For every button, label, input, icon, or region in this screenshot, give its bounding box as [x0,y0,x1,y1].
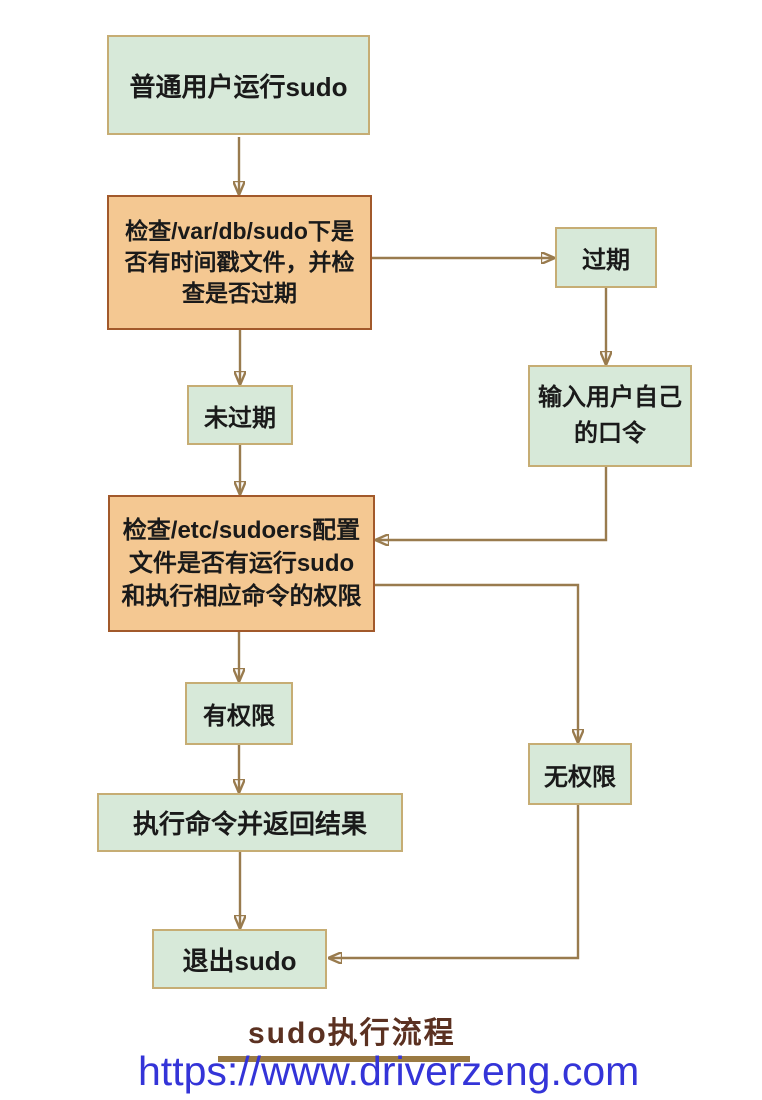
node-check-sudoers: 检查/etc/sudoers配置文件是否有运行sudo和执行相应命令的权限 [108,495,375,632]
node-execute: 执行命令并返回结果 [97,793,403,852]
edge-sudoers-to-nopermission [375,583,578,741]
node-check-timestamp: 检查/var/db/sudo下是否有时间戳文件，并检查是否过期 [107,195,372,330]
node-label: 普通用户运行sudo [129,71,348,102]
node-run-sudo: 普通用户运行sudo [107,35,370,135]
node-label: 检查/var/db/sudo下是否有时间戳文件，并检查是否过期 [124,218,355,306]
node-expired: 过期 [555,227,657,288]
node-enter-password: 输入用户自己的口令 [528,365,692,467]
node-not-expired: 未过期 [187,385,293,445]
node-label: 检查/etc/sudoers配置文件是否有运行sudo和执行相应命令的权限 [121,517,362,610]
node-label: 输入用户自己的口令 [538,384,682,447]
diagram-title: sudo执行流程 [248,1017,456,1050]
node-exit-sudo: 退出sudo [152,929,327,989]
node-label: 无权限 [544,763,616,791]
node-label: 执行命令并返回结果 [132,809,367,839]
edge-password-to-sudoers [377,467,608,540]
node-label: 退出sudo [182,945,297,976]
node-label: 过期 [582,247,630,274]
watermark-url-link[interactable]: https://www.driverzeng.com [138,1048,640,1094]
node-has-permission: 有权限 [185,682,293,745]
node-label: 未过期 [204,404,276,432]
node-label: 有权限 [203,703,275,730]
title-underline [218,1056,470,1062]
node-no-permission: 无权限 [528,743,632,805]
